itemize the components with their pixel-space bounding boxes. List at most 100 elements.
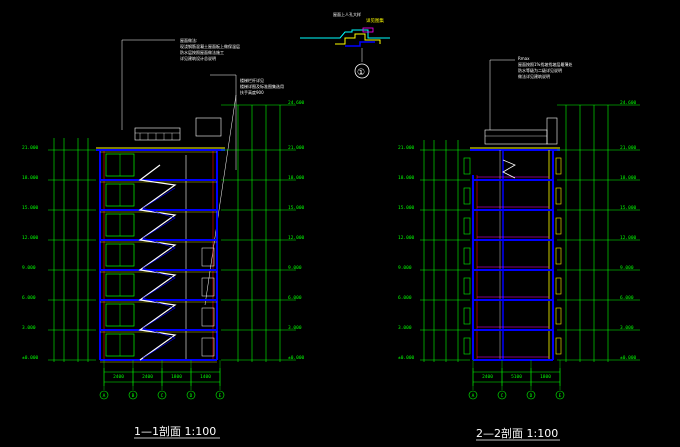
- window: [555, 277, 562, 295]
- section-1-1: 屋面做法: 现浇钢筋混凝土屋面板上做保温层 防水层按照屋面做法施工 详见建筑设计…: [22, 37, 305, 439]
- window: [463, 157, 471, 175]
- level-label: 21.000: [288, 145, 305, 151]
- section1-floor-slabs: [100, 149, 217, 363]
- axis-label: A: [472, 393, 475, 399]
- level-label: 15.000: [288, 205, 305, 211]
- level-label: 6.000: [288, 295, 302, 301]
- axis-bubble: [186, 390, 196, 400]
- level-label: 9.000: [22, 265, 36, 271]
- level-label: 9.000: [288, 265, 302, 271]
- note-3-line-1: Rmax: [518, 56, 530, 61]
- window: [555, 157, 562, 175]
- section2-note-block: Rmax 屋面按照1%找坡找坡层最薄处 防水等级为二级详见说明 做法详见建筑说明: [518, 56, 572, 79]
- section1-windows: [105, 153, 135, 357]
- level-label: 6.000: [22, 295, 36, 301]
- window: [555, 217, 562, 235]
- level-label: 12.000: [398, 235, 415, 241]
- level-label: 15.000: [398, 205, 415, 211]
- level-label: 15.000: [620, 205, 637, 211]
- level-label: 9.000: [620, 265, 634, 271]
- level-label: ±0.000: [398, 355, 415, 361]
- section1-right-dimensions: [237, 105, 281, 362]
- level-label: 3.000: [22, 325, 36, 331]
- stair-run: [502, 159, 516, 179]
- level-label: ±0.000: [620, 355, 637, 361]
- section1-stairs: [138, 164, 177, 361]
- section2-right-level-marks: 24.60021.00018.00015.00012.0009.0006.000…: [557, 100, 640, 361]
- section2-left-dimensions: [423, 140, 459, 362]
- axis-bubble: [99, 390, 109, 400]
- note-1-line-2: 现浇钢筋混凝土屋面板上做保温层: [180, 43, 240, 49]
- dim-label: 2400: [113, 374, 124, 380]
- section2-left-level-marks: 21.000 18.000 15.000 12.000 9.000 6.000 3.000 ±…: [398, 145, 470, 361]
- axis-bubble: [468, 390, 478, 400]
- note-3-line-2: 屋面按照1%找坡找坡层最薄处: [518, 61, 572, 67]
- section1-balconies: [201, 247, 215, 357]
- level-label: 12.000: [22, 235, 39, 241]
- level-label: 21.000: [620, 145, 637, 151]
- window: [555, 187, 562, 205]
- axis-bubble: [526, 390, 536, 400]
- note-2-line-2: 楼梯详图及标准图集选用: [240, 83, 284, 89]
- note-3-line-3: 防水等级为二级详见说明: [518, 67, 562, 73]
- level-label: 3.000: [288, 325, 302, 331]
- level-label: 3.000: [398, 325, 412, 331]
- window: [463, 277, 471, 295]
- level-label: 18.000: [288, 175, 305, 181]
- detail-side-note: 详见图集: [366, 17, 384, 24]
- level-label: 18.000: [398, 175, 415, 181]
- axis-bubble: [157, 390, 167, 400]
- section2-right-dimensions: [565, 105, 609, 362]
- section2-note-leaders: [489, 59, 515, 130]
- section2-walls: [472, 150, 554, 360]
- axis-bubble: [128, 390, 138, 400]
- dim-label: 1800: [540, 374, 551, 380]
- section-1-title: 1—1剖面 1:100: [134, 424, 216, 438]
- level-label: 12.000: [620, 235, 637, 241]
- axis-label: D: [190, 393, 193, 399]
- dim-label: 2400: [142, 374, 153, 380]
- level-label: ±0.000: [288, 355, 305, 361]
- note-1-line-3: 防水层按照屋面做法施工: [180, 49, 224, 55]
- section2-windows: [463, 157, 562, 355]
- dim-label: 5100: [511, 374, 522, 380]
- level-label: 24.600: [288, 100, 305, 106]
- window: [555, 337, 562, 355]
- dim-label: 1400: [200, 374, 211, 380]
- level-label: 18.000: [22, 175, 39, 181]
- detail-number: ①: [357, 68, 365, 78]
- window: [555, 307, 562, 325]
- window: [463, 247, 471, 265]
- section1-walls: [99, 150, 218, 360]
- section2-bottom-dimensions: [473, 371, 560, 383]
- level-label: 6.000: [620, 295, 634, 301]
- section-2-2: Rmax 屋面按照1%找坡找坡层最薄处 防水等级为二级详见说明 做法详见建筑说明: [398, 56, 640, 441]
- window: [463, 217, 471, 235]
- level-label: 9.000: [398, 265, 412, 271]
- level-label: 21.000: [22, 145, 39, 151]
- level-label: ±0.000: [22, 355, 39, 361]
- axis-label: E: [219, 393, 222, 399]
- roof-hatch-detail: 屋面上人孔大样 详见图集 ①: [300, 11, 390, 79]
- level-label: 6.000: [398, 295, 412, 301]
- note-2-line-3: 扶手高度900: [240, 89, 264, 95]
- note-1-line-4: 详见建筑设计总说明: [180, 55, 216, 61]
- window: [463, 337, 471, 355]
- level-label: 12.000: [288, 235, 305, 241]
- section1-left-level-marks: 21.000 18.000 15.000 12.000 9.000 6.000 3.000 ±…: [22, 145, 96, 361]
- axis-label: B: [132, 393, 135, 399]
- section2-floor-slabs: [473, 176, 553, 361]
- axis-bubble: [497, 390, 507, 400]
- level-label: 3.000: [620, 325, 634, 331]
- level-label: 15.000: [22, 205, 39, 211]
- note-3-line-4: 做法详见建筑说明: [518, 73, 550, 79]
- detail-callout-circle: [354, 63, 370, 79]
- axis-label: D: [530, 393, 533, 399]
- axis-label: E: [559, 393, 562, 399]
- axis-bubble: [555, 390, 565, 400]
- level-label: 18.000: [620, 175, 637, 181]
- level-label: 21.000: [398, 145, 415, 151]
